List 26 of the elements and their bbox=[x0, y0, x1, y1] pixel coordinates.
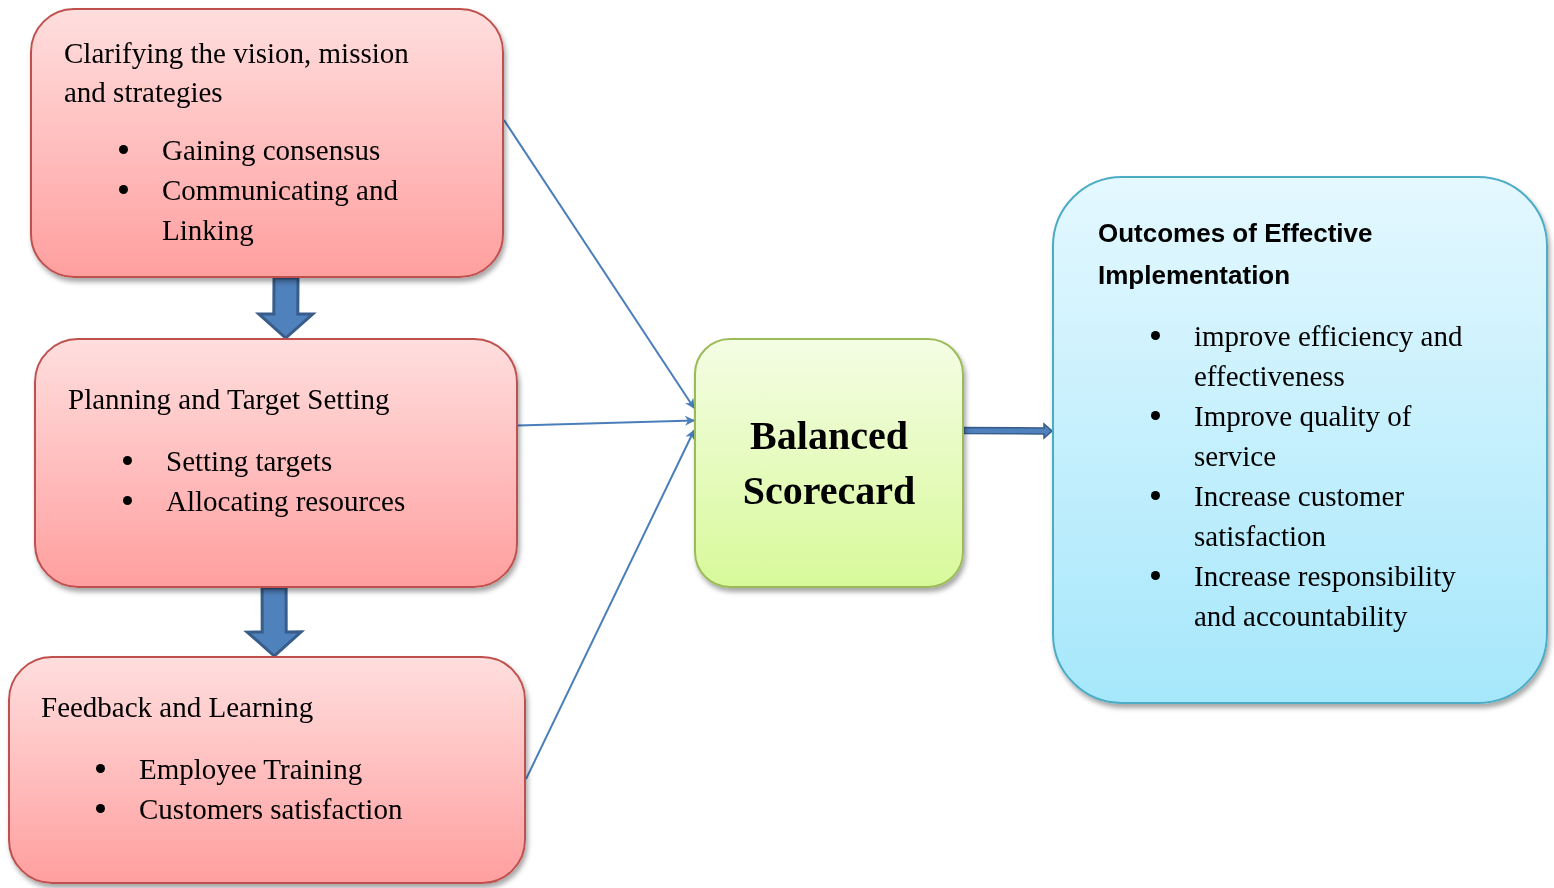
block-arrow bbox=[243, 586, 306, 658]
bullet-item: Gaining consensus bbox=[114, 130, 381, 170]
arrow bbox=[503, 119, 695, 409]
block-arrow bbox=[254, 276, 317, 340]
heading-text: Outcomes of Effective Implementation bbox=[1098, 217, 1374, 292]
process-box bbox=[30, 8, 504, 278]
bullet-item: Setting targets bbox=[118, 441, 333, 481]
title-text: Balanced Scorecard bbox=[741, 412, 917, 515]
process-box bbox=[8, 656, 526, 884]
bullet-item: Employee Training bbox=[91, 749, 363, 789]
bullet-item: Allocating resources bbox=[118, 481, 406, 521]
bullet-item: Increase responsibility and accountability bbox=[1146, 556, 1496, 636]
bullet-item: Communicating and Linking bbox=[114, 170, 482, 250]
heading-text: Clarifying the vision, mission and strategies bbox=[64, 36, 410, 110]
heading-text: Planning and Target Setting bbox=[68, 382, 391, 417]
arrow bbox=[525, 429, 695, 781]
block-arrow bbox=[963, 422, 1054, 440]
bullet-item: Increase customer satisfaction bbox=[1146, 476, 1496, 556]
outcome-box bbox=[1052, 176, 1548, 704]
process-box bbox=[34, 338, 518, 588]
bullet-item: Customers satisfaction bbox=[91, 789, 403, 829]
central-box bbox=[694, 338, 964, 588]
bullet-item: improve efficiency and effectiveness bbox=[1146, 316, 1496, 396]
bullet-item: Improve quality of service bbox=[1146, 396, 1496, 476]
arrow bbox=[517, 415, 695, 427]
heading-text: Feedback and Learning bbox=[41, 690, 315, 725]
